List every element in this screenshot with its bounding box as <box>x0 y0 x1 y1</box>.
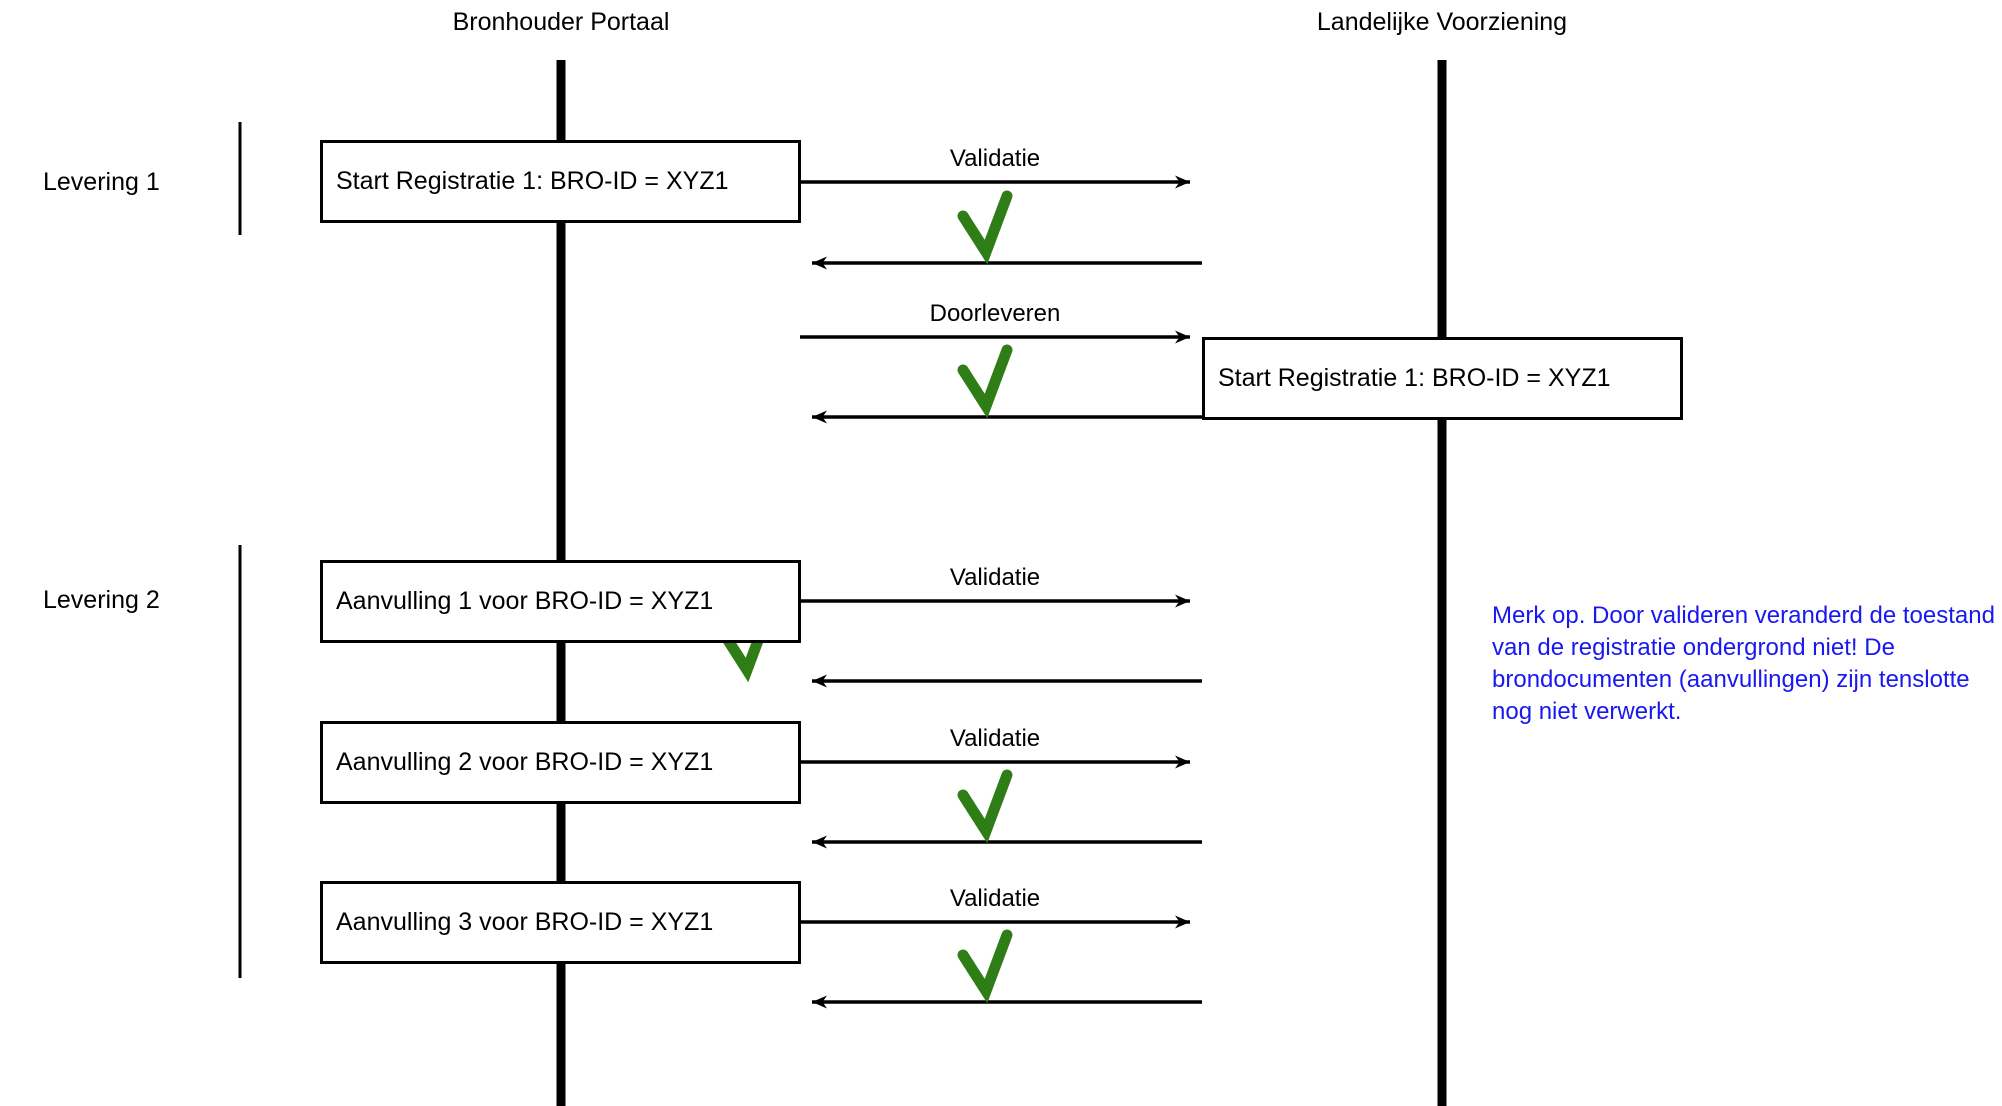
group-label-levering-2: Levering 2 <box>43 588 160 613</box>
box-aanvulling-2[interactable]: Aanvulling 2 voor BRO-ID = XYZ1 <box>320 721 801 804</box>
box-start-registratie-left-text: Start Registratie 1: BRO-ID = XYZ1 <box>336 167 729 195</box>
box-start-registratie-right-text: Start Registratie 1: BRO-ID = XYZ1 <box>1218 364 1611 392</box>
box-aanvulling-2-text: Aanvulling 2 voor BRO-ID = XYZ1 <box>336 748 714 776</box>
note-validatie: Merk op. Door valideren veranderd de toe… <box>1492 600 2002 728</box>
msg-label-validatie-2-text: Validatie <box>949 564 1041 591</box>
msg-label-validatie-1-text: Validatie <box>949 145 1041 172</box>
msg-label-validatie-1: Validatie <box>850 147 1140 171</box>
check-icon-validatie-1 <box>957 190 1013 265</box>
msg-label-validatie-3: Validatie <box>850 727 1140 751</box>
msg-label-validatie-3-text: Validatie <box>949 725 1041 752</box>
group-label-levering-1-text: Levering 1 <box>43 168 160 196</box>
box-aanvulling-3-text: Aanvulling 3 voor BRO-ID = XYZ1 <box>336 908 714 936</box>
box-start-registratie-right[interactable]: Start Registratie 1: BRO-ID = XYZ1 <box>1202 337 1683 420</box>
box-aanvulling-3[interactable]: Aanvulling 3 voor BRO-ID = XYZ1 <box>320 881 801 964</box>
msg-label-validatie-4-text: Validatie <box>949 885 1041 912</box>
msg-label-validatie-2: Validatie <box>850 566 1140 590</box>
note-validatie-text: Merk op. Door valideren veranderd de toe… <box>1492 602 1995 725</box>
lifeline-label-landelijke-voorziening: Landelijke Voorziening <box>1316 8 1568 36</box>
check-icon-validatie-3 <box>957 769 1013 844</box>
lifeline-label-bronhouder-portaal: Bronhouder Portaal <box>452 8 670 36</box>
lifeline-header-landelijke-voorziening: Landelijke Voorziening <box>1242 10 1642 35</box>
msg-label-validatie-4: Validatie <box>850 887 1140 911</box>
lifeline-header-bronhouder-portaal: Bronhouder Portaal <box>361 10 761 35</box>
group-label-levering-1: Levering 1 <box>43 170 160 195</box>
box-start-registratie-left[interactable]: Start Registratie 1: BRO-ID = XYZ1 <box>320 140 801 223</box>
msg-label-doorleveren: Doorleveren <box>850 302 1140 326</box>
msg-label-doorleveren-text: Doorleveren <box>929 300 1061 327</box>
check-icon-validatie-4 <box>957 929 1013 1004</box>
check-icon-doorleveren <box>957 344 1013 419</box>
box-aanvulling-1-text: Aanvulling 1 voor BRO-ID = XYZ1 <box>336 587 714 615</box>
box-aanvulling-1[interactable]: Aanvulling 1 voor BRO-ID = XYZ1 <box>320 560 801 643</box>
group-label-levering-2-text: Levering 2 <box>43 586 160 614</box>
